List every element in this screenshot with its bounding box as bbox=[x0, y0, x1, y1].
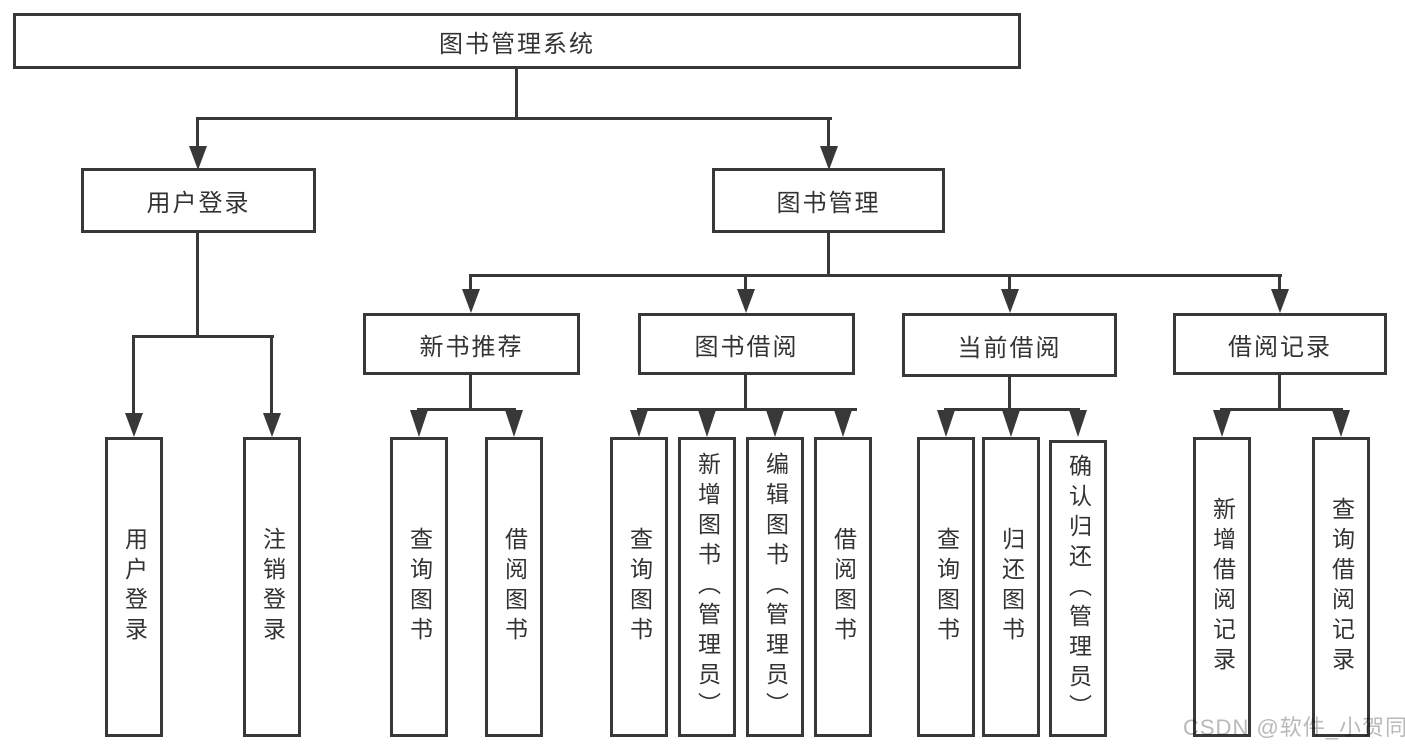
node-current-borrowing: 当前借阅 bbox=[902, 313, 1117, 377]
connector-level3-drop bbox=[469, 274, 472, 292]
leaf-borrow-books-borrowing: 借阅图书 bbox=[814, 437, 872, 737]
leaf-query-books-recommend: 查询图书 bbox=[390, 437, 448, 737]
connector-level2-bus bbox=[196, 117, 832, 120]
connector-level3-drop bbox=[1008, 274, 1011, 292]
arrow-down-icon bbox=[462, 289, 480, 313]
arrow-down-icon bbox=[1001, 289, 1019, 313]
arrow-down-icon bbox=[834, 410, 852, 437]
connector-book-mgmt-drop bbox=[827, 117, 830, 149]
connector-current-stem bbox=[1008, 377, 1011, 411]
leaf-query-borrow-record: 查询借阅记录 bbox=[1312, 437, 1370, 737]
node-library-system: 图书管理系统 bbox=[13, 13, 1021, 69]
leaf-add-borrow-record: 新增借阅记录 bbox=[1193, 437, 1251, 737]
connector-borrowing-stem bbox=[744, 375, 747, 411]
connector-level3-drop bbox=[1278, 274, 1281, 292]
arrow-down-icon bbox=[263, 413, 281, 437]
arrow-down-icon bbox=[737, 289, 755, 313]
connector-records-bus bbox=[1220, 408, 1343, 411]
leaf-add-books-admin: 新增图书（管理员） bbox=[678, 437, 736, 737]
connector-records-stem bbox=[1278, 375, 1281, 411]
arrow-down-icon bbox=[1213, 410, 1231, 437]
arrow-down-icon bbox=[189, 146, 207, 170]
leaf-edit-books-admin: 编辑图书（管理员） bbox=[746, 437, 804, 737]
node-user-login: 用户登录 bbox=[81, 168, 316, 233]
connector-book-mgmt-stem bbox=[827, 233, 830, 277]
node-borrowing-records: 借阅记录 bbox=[1173, 313, 1387, 375]
node-book-management: 图书管理 bbox=[712, 168, 945, 233]
node-book-borrowing: 图书借阅 bbox=[638, 313, 855, 375]
arrow-down-icon bbox=[820, 146, 838, 170]
csdn-watermark: CSDN @软件_小贺同学 bbox=[1183, 715, 1405, 740]
arrow-down-icon bbox=[766, 410, 784, 437]
leaf-borrow-books-recommend: 借阅图书 bbox=[485, 437, 543, 737]
connector-current-bus bbox=[944, 408, 1080, 411]
connector-user-login-bus bbox=[132, 335, 274, 338]
leaf-query-books-borrowing: 查询图书 bbox=[610, 437, 668, 737]
arrow-down-icon bbox=[410, 410, 428, 437]
connector-recommend-stem bbox=[469, 375, 472, 411]
node-new-book-recommend: 新书推荐 bbox=[363, 313, 580, 375]
arrow-down-icon bbox=[125, 413, 143, 437]
connector-user-login-drop bbox=[196, 117, 199, 149]
connector-borrowing-bus bbox=[637, 408, 857, 411]
arrow-down-icon bbox=[1069, 410, 1087, 437]
arrow-down-icon bbox=[1332, 410, 1350, 437]
arrow-down-icon bbox=[698, 410, 716, 437]
leaf-confirm-return-admin: 确认归还（管理员） bbox=[1049, 440, 1107, 737]
connector-user-login-stem bbox=[196, 233, 199, 335]
arrow-down-icon bbox=[505, 410, 523, 437]
leaf-logout: 注销登录 bbox=[243, 437, 301, 737]
arrow-down-icon bbox=[630, 410, 648, 437]
arrow-down-icon bbox=[937, 410, 955, 437]
arrow-down-icon bbox=[1271, 289, 1289, 313]
connector-level3-drop bbox=[744, 274, 747, 292]
leaf-query-books-current: 查询图书 bbox=[917, 437, 975, 737]
connector-leaf-drop bbox=[132, 335, 135, 415]
connector-recommend-bus bbox=[417, 408, 516, 411]
connector-level3-bus bbox=[469, 274, 1282, 277]
connector-root-stem bbox=[515, 68, 518, 117]
leaf-return-books: 归还图书 bbox=[982, 437, 1040, 737]
leaf-user-login: 用户登录 bbox=[105, 437, 163, 737]
connector-leaf-drop bbox=[270, 335, 273, 415]
arrow-down-icon bbox=[1002, 410, 1020, 437]
